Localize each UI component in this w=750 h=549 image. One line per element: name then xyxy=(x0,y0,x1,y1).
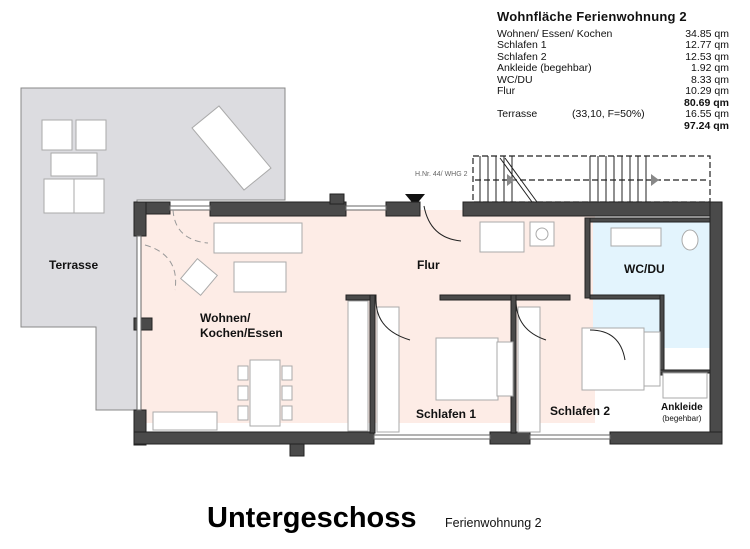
area-table-title: Wohnfläche Ferienwohnung 2 xyxy=(497,9,687,24)
page-title: Untergeschoss xyxy=(207,502,417,534)
windows xyxy=(136,205,611,440)
room-label-bedroom2: Schlafen 2 xyxy=(550,404,611,418)
stair-steps xyxy=(479,156,647,203)
area-subtotal: 80.69 qm xyxy=(684,96,729,109)
room-label-terrace: Terrasse xyxy=(49,258,99,272)
living-furniture xyxy=(152,221,708,433)
terrace-furniture xyxy=(41,105,272,214)
door-swings xyxy=(375,205,626,361)
area-row-terrace: Terrasse(33,10, F=50%)16.55 qm xyxy=(497,108,729,120)
room-label-hallway: Flur xyxy=(417,258,440,272)
page-subtitle: Ferienwohnung 2 xyxy=(445,516,542,530)
entrance-label: H.Nr. 44/ WHG 2 xyxy=(415,171,468,178)
area-total: 97.24 qm xyxy=(684,119,729,132)
area-table: Wohnfläche Ferienwohnung 2 Wohnen/ Essen… xyxy=(497,9,729,132)
room-label-bedroom1: Schlafen 1 xyxy=(416,407,477,421)
room-label-living: Wohnen/ Kochen/Essen xyxy=(200,311,283,340)
room-label-closet: Ankleide (begehbar) xyxy=(661,402,703,423)
area-row: Ankleide (begehbar)1.92 qm xyxy=(497,62,729,74)
room-label-bathroom: WC/DU xyxy=(624,262,665,276)
entrance-arrow-icon xyxy=(405,194,425,206)
